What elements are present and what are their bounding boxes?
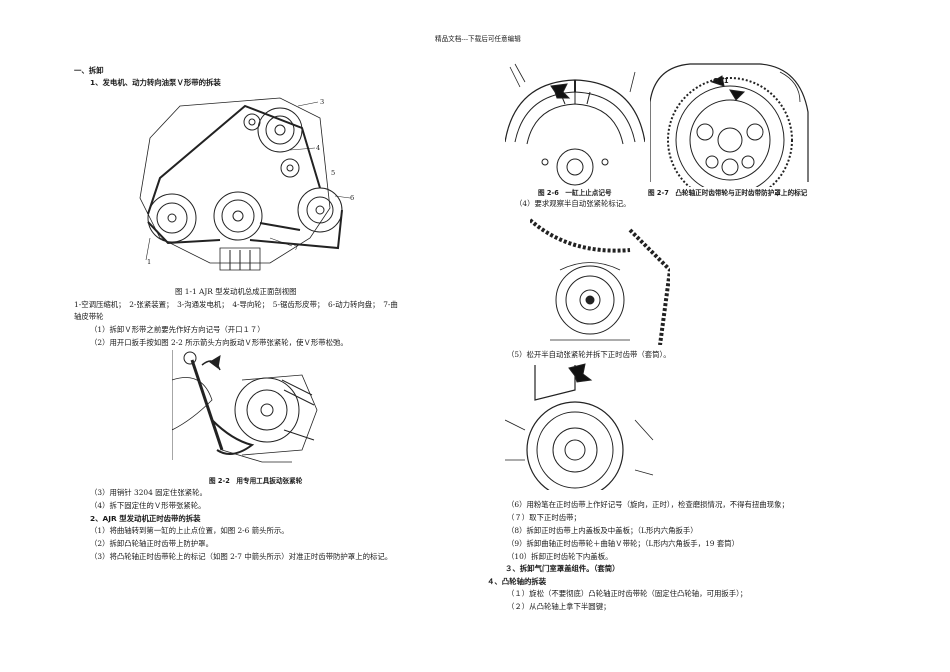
section-4-camshaft: ４、凸轮轴的拆装 bbox=[487, 577, 547, 586]
fig1-label-4: 4 bbox=[316, 144, 321, 152]
page-header: 精品文档---下载后可任意编辑 bbox=[435, 35, 521, 43]
section-3-valve-cover: ３、拆卸气门室罩盖组件。（套筒） bbox=[505, 564, 620, 573]
step-2-remove-cover: （2）拆卸凸轮轴正时齿带上防护罩。 bbox=[90, 539, 213, 548]
step-4-remove-tensioner: （4）拆下固定住的Ｖ形带张紧轮。 bbox=[90, 501, 206, 510]
step-1-mark-direction: （1）拆卸Ｖ形带之前要先作好方向记号（开口１７） bbox=[90, 325, 265, 334]
fig1-label-6: 6 bbox=[350, 194, 355, 202]
camshaft-step-1: （１）旋松（不要彻底）凸轮轴正时齿带轮（固定住凸轮轴，可用扳手）； bbox=[507, 589, 748, 598]
subsection-heading-timing-belt: 2、AJR 型发动机正时齿带的拆装 bbox=[90, 514, 201, 523]
fig2-caption: 图 2-2 用专用工具扳动张紧轮 bbox=[209, 477, 303, 485]
figure-camshaft-mark bbox=[650, 62, 810, 187]
fig1-label-1: 1 bbox=[147, 258, 152, 266]
step-9-remove-crank-pulley: （9）拆卸曲轴正时齿带轮＋曲轴Ｖ带轮；（L形内六角扳手，19 套筒） bbox=[507, 539, 739, 548]
figure-semi-auto-tensioner bbox=[530, 210, 670, 345]
step-3-align-marks: （3）将凸轮轴正时齿带轮上的标记（如图 2-7 中箭头所示）对准正时齿带防护罩上… bbox=[90, 552, 393, 561]
figure-engine-front-view bbox=[120, 88, 360, 273]
legend-line-2: 轴皮带轮 bbox=[74, 312, 104, 321]
step-5-remove-belt: （5）松开半自动张紧轮并拆下正时齿带（套筒）。 bbox=[507, 350, 671, 359]
step-1-tdc: （1）将曲轴转到第一缸的上止点位置，如图 2-6 箭头所示。 bbox=[90, 526, 289, 535]
fig1-label-7: 7 bbox=[294, 244, 299, 252]
step-10-remove-lower-cover: （10）拆卸正时齿轮下内盖板。 bbox=[507, 552, 613, 561]
step-8-remove-covers: （8）拆卸正时齿带上内盖板及中盖板；（L形内六角扳手） bbox=[507, 526, 698, 535]
subsection-heading-vbelt: 1、发电机、动力转向油泵Ｖ形带的拆装 bbox=[90, 78, 221, 87]
figure-tdc-mark bbox=[505, 62, 645, 187]
step-2-loosen-belt: （2）用开口扳手按如图 2-2 所示箭头方向扳动Ｖ形带张紧轮，使Ｖ形带松弛。 bbox=[90, 338, 348, 347]
fig1-label-3: 3 bbox=[320, 98, 325, 106]
step-4-observe-tensioner: （4）要求观察半自动张紧轮标记。 bbox=[515, 199, 631, 208]
step-3-pin-tensioner: （3）用销针 3204 固定住张紧轮。 bbox=[90, 488, 207, 497]
step-7-remove-belt: （７）取下正时齿带； bbox=[507, 513, 581, 522]
camshaft-step-2: （２）从凸轮轴上拿下半圆键； bbox=[507, 602, 611, 611]
fig7-caption: 图 2-7 凸轮轴正时齿带轮与正时齿带防护罩上的标记 bbox=[648, 189, 808, 197]
fig6-caption: 图 2-6 一缸上止点记号 bbox=[538, 189, 612, 197]
fig7-ot-mark: OT1 bbox=[713, 77, 729, 85]
figure-tensioner-wrench bbox=[172, 350, 322, 470]
fig1-caption: 图 1-1 AJR 型发动机总成正面剖视图 bbox=[175, 287, 297, 296]
section-heading-disassembly: 一、拆卸 bbox=[74, 66, 104, 75]
figure-tensioner-release bbox=[505, 360, 655, 490]
fig1-label-5: 5 bbox=[331, 169, 336, 177]
step-6-chalk-mark: （6）用粉笔在正时齿带上作好记号（旋向，正时），检查磨损情况，不得有扭曲现象； bbox=[507, 500, 789, 509]
legend-line-1: 1-空调压缩机； 2-张紧装置； 3-沟通发电机； 4-导向轮； 5-锯齿形皮带… bbox=[74, 300, 398, 309]
